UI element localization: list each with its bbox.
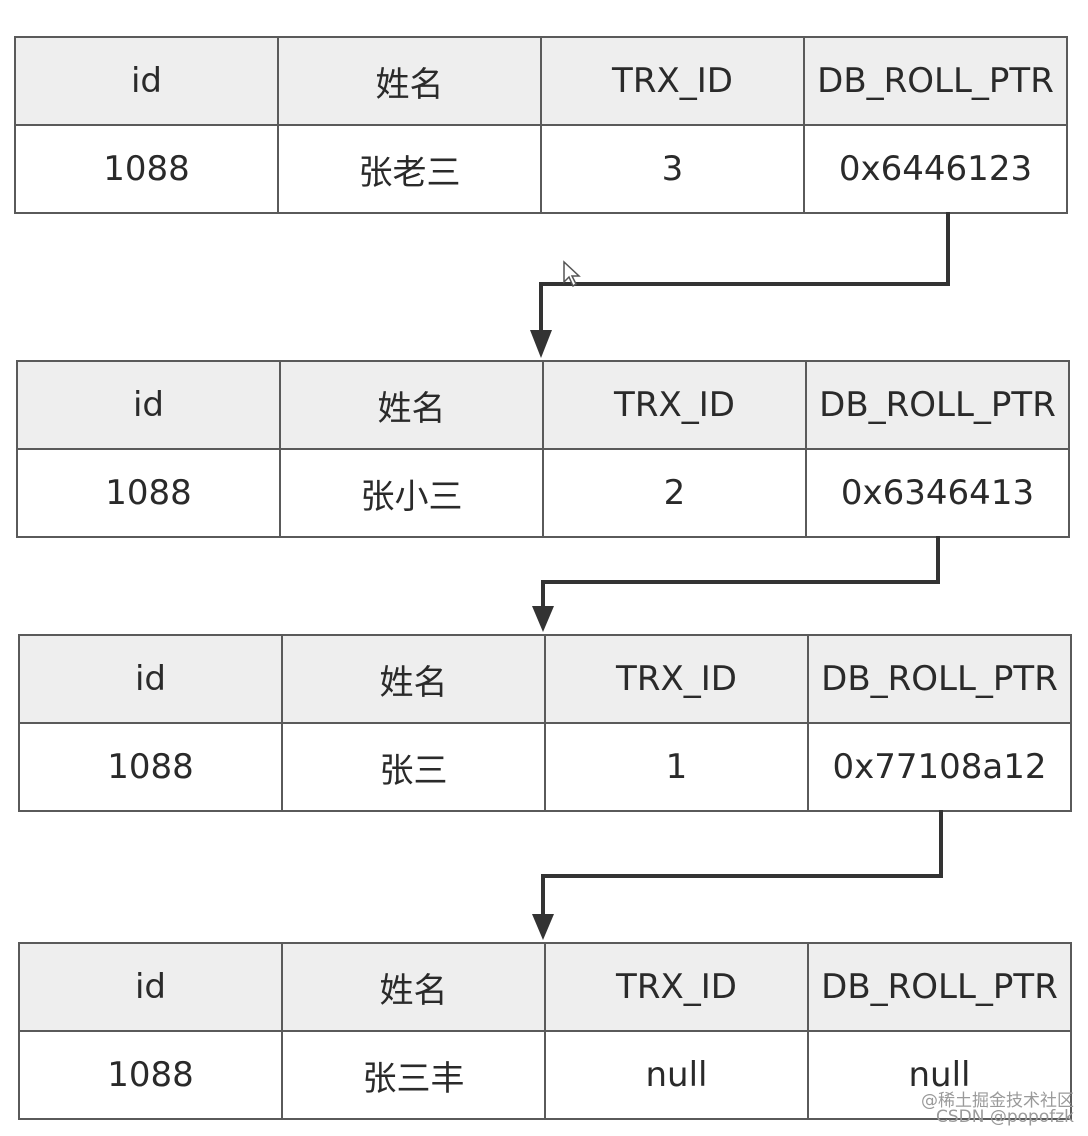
roll-pointer-arrow-1 (539, 212, 950, 346)
cell-name: 张老三 (277, 124, 542, 214)
header-roll-ptr: DB_ROLL_PTR (803, 36, 1068, 126)
cell-id: 1088 (18, 722, 283, 812)
header-id: id (16, 360, 281, 450)
header-name: 姓名 (281, 942, 546, 1032)
cell-roll-ptr: 0x6446123 (803, 124, 1068, 214)
header-trx-id: TRX_ID (542, 360, 807, 450)
header-id: id (14, 36, 279, 126)
cell-id: 1088 (16, 448, 281, 538)
cell-trx-id: 2 (542, 448, 807, 538)
record-value-row: 1088 张老三 3 0x6446123 (14, 124, 1068, 214)
record-header-row: id 姓名 TRX_ID DB_ROLL_PTR (16, 360, 1070, 450)
record-header-row: id 姓名 TRX_ID DB_ROLL_PTR (18, 634, 1072, 724)
header-id: id (18, 634, 283, 724)
roll-pointer-arrow-2 (541, 536, 940, 620)
cell-name: 张三丰 (281, 1030, 546, 1120)
header-trx-id: TRX_ID (544, 942, 809, 1032)
mouse-cursor-icon (563, 260, 581, 288)
undo-record-3: id 姓名 TRX_ID DB_ROLL_PTR 1088 张三 1 0x771… (18, 634, 1072, 812)
header-name: 姓名 (281, 634, 546, 724)
cell-roll-ptr: 0x77108a12 (807, 722, 1072, 812)
header-name: 姓名 (279, 360, 544, 450)
undo-record-4: id 姓名 TRX_ID DB_ROLL_PTR 1088 张三丰 null n… (18, 942, 1072, 1120)
arrowhead-2 (532, 606, 554, 632)
watermark-juejin: @稀土掘金技术社区 (921, 1091, 1074, 1111)
cell-id: 1088 (18, 1030, 283, 1120)
cell-trx-id: 3 (540, 124, 805, 214)
undo-record-1: id 姓名 TRX_ID DB_ROLL_PTR 1088 张老三 3 0x64… (14, 36, 1068, 214)
header-roll-ptr: DB_ROLL_PTR (805, 360, 1070, 450)
watermark-csdn: CSDN @popofzk (935, 1107, 1074, 1127)
cell-roll-ptr: null (807, 1030, 1072, 1120)
header-name: 姓名 (277, 36, 542, 126)
cell-id: 1088 (14, 124, 279, 214)
record-value-row: 1088 张三丰 null null (18, 1030, 1072, 1120)
roll-pointer-arrow-3 (541, 810, 943, 928)
undo-record-2: id 姓名 TRX_ID DB_ROLL_PTR 1088 张小三 2 0x63… (16, 360, 1070, 538)
header-roll-ptr: DB_ROLL_PTR (807, 942, 1072, 1032)
cell-roll-ptr: 0x6346413 (805, 448, 1070, 538)
header-trx-id: TRX_ID (540, 36, 805, 126)
record-header-row: id 姓名 TRX_ID DB_ROLL_PTR (14, 36, 1068, 126)
header-trx-id: TRX_ID (544, 634, 809, 724)
record-value-row: 1088 张小三 2 0x6346413 (16, 448, 1070, 538)
arrowhead-3 (532, 914, 554, 940)
cell-name: 张小三 (279, 448, 544, 538)
cell-trx-id: 1 (544, 722, 809, 812)
arrowhead-1 (530, 330, 552, 358)
header-id: id (18, 942, 283, 1032)
record-header-row: id 姓名 TRX_ID DB_ROLL_PTR (18, 942, 1072, 1032)
record-value-row: 1088 张三 1 0x77108a12 (18, 722, 1072, 812)
header-roll-ptr: DB_ROLL_PTR (807, 634, 1072, 724)
cell-trx-id: null (544, 1030, 809, 1120)
cell-name: 张三 (281, 722, 546, 812)
